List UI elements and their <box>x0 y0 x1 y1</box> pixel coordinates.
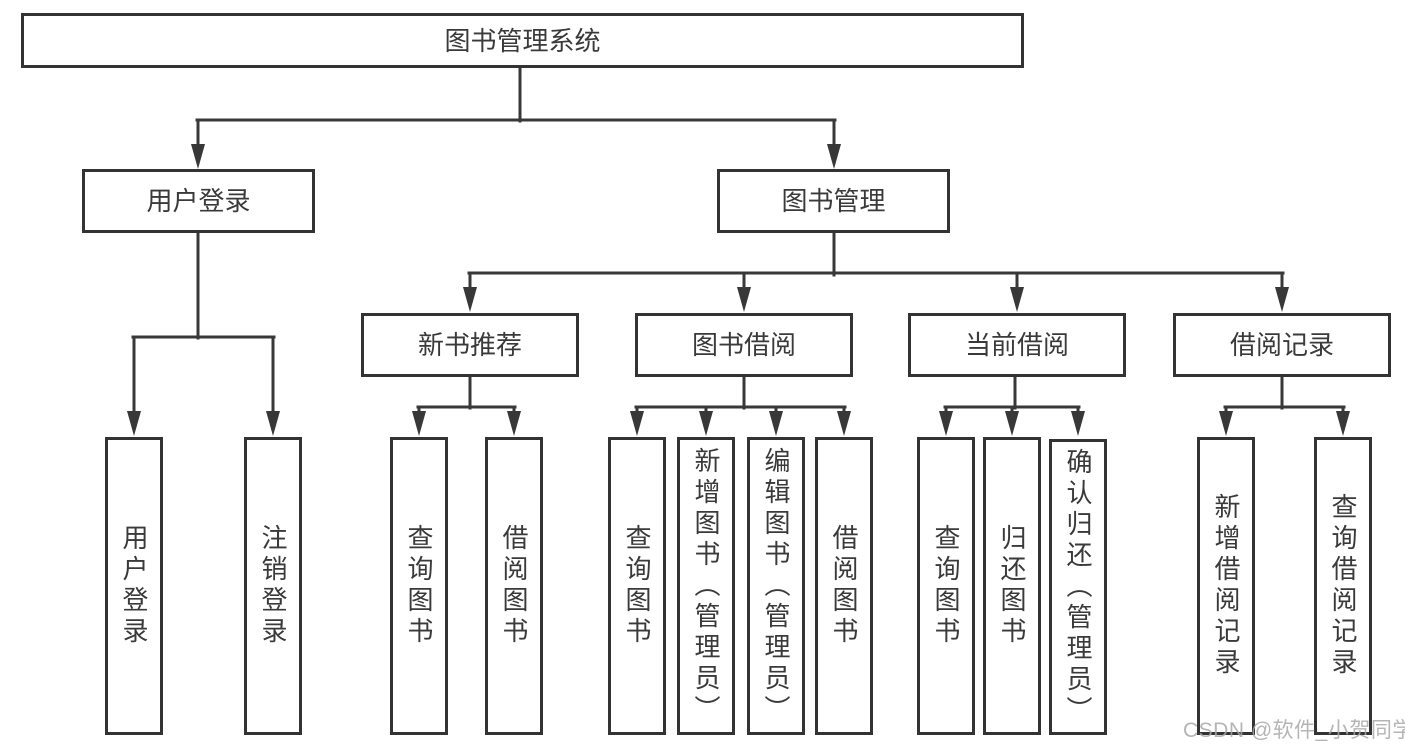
node-book-management: 图书管理 <box>717 169 950 233</box>
leaf-borrow-books-recommend: 借阅图书 <box>485 437 543 735</box>
leaf-return-books: 归还图书 <box>983 437 1041 735</box>
leaf-borrow-books: 借阅图书 <box>815 437 873 735</box>
arrowheads <box>127 144 1350 436</box>
leaf-confirm-return-admin: 确认归还（管理员） <box>1049 439 1107 735</box>
watermark-text: CSDN @软件_小贺同学 <box>1183 719 1405 742</box>
leaf-query-borrow-record: 查询借阅记录 <box>1314 437 1372 735</box>
leaf-query-books-recommend: 查询图书 <box>390 437 448 735</box>
leaf-query-books-borrow: 查询图书 <box>608 437 666 735</box>
node-book-borrow: 图书借阅 <box>635 313 853 377</box>
leaf-edit-books-admin: 编辑图书（管理员） <box>747 437 805 735</box>
node-user-login: 用户登录 <box>82 169 315 233</box>
leaf-add-books-admin: 新增图书（管理员） <box>677 437 735 735</box>
node-new-book-recommend: 新书推荐 <box>361 313 579 377</box>
node-borrow-records: 借阅记录 <box>1173 313 1391 377</box>
leaf-logout: 注销登录 <box>244 437 302 735</box>
leaf-user-login: 用户登录 <box>105 437 163 735</box>
leaf-add-borrow-record: 新增借阅记录 <box>1197 437 1255 735</box>
node-root: 图书管理系统 <box>21 13 1024 68</box>
node-current-borrow: 当前借阅 <box>908 313 1126 377</box>
leaf-query-books-current: 查询图书 <box>917 437 975 735</box>
